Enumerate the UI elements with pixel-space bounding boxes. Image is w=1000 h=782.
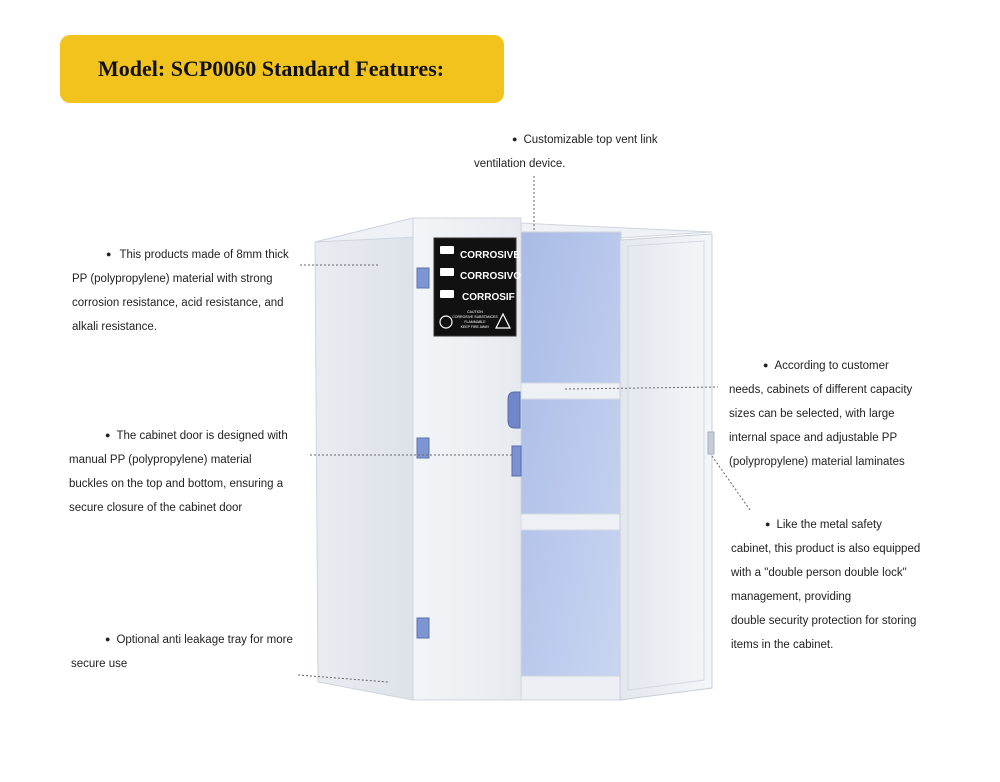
cabinet-shelf-lower bbox=[520, 513, 622, 531]
leader-capacity bbox=[564, 386, 719, 390]
leader-lines bbox=[297, 176, 751, 683]
corrosive-warning-label bbox=[433, 237, 517, 337]
callout-tray-line-1: Optional anti leakage tray for more bbox=[116, 634, 293, 646]
callout-material-line-4: alkali resistance. bbox=[72, 321, 158, 333]
bullet-icon bbox=[105, 634, 116, 646]
callout-material-line-1: This products made of 8mm thick bbox=[119, 249, 289, 261]
callout-material: This products made of 8mm thick PP (poly… bbox=[72, 243, 289, 339]
cabinet-interior bbox=[521, 232, 621, 676]
callout-top-vent-line-1: Customizable top vent link bbox=[523, 134, 658, 146]
callout-lock-line-3: with a "double person double lock" bbox=[731, 567, 907, 579]
hinge-bottom bbox=[416, 617, 430, 639]
callout-capacity-line-2: needs, cabinets of different capacity bbox=[729, 384, 913, 396]
callout-door: The cabinet door is designed with manual… bbox=[69, 424, 288, 520]
callout-capacity-line-4: internal space and adjustable PP bbox=[729, 432, 898, 444]
callout-door-line-2: manual PP (polypropylene) material bbox=[69, 454, 252, 466]
callout-lock-line-1: Like the metal safety bbox=[776, 519, 882, 531]
callout-capacity: According to customer needs, cabinets of… bbox=[729, 354, 912, 474]
label-caution-4: KEEP FIRE AWAY bbox=[461, 325, 490, 329]
callout-material-line-2: PP (polypropylene) material with strong bbox=[72, 273, 273, 285]
callout-tray-line-2: secure use bbox=[71, 658, 128, 670]
callout-material-line-3: corrosion resistance, acid resistance, a… bbox=[72, 297, 284, 309]
bullet-icon bbox=[105, 430, 116, 442]
door-buckle-bottom bbox=[511, 445, 522, 477]
bullet-icon bbox=[763, 360, 774, 372]
page-title: Model: SCP0060 Standard Features: bbox=[98, 56, 445, 81]
callout-capacity-line-5: (polypropylene) material laminates bbox=[729, 456, 905, 468]
callout-top-vent: Customizable top vent link ventilation d… bbox=[474, 128, 658, 176]
title-banner: Model: SCP0060 Standard Features: bbox=[60, 35, 504, 103]
callout-door-line-3: buckles on the top and bottom, ensuring … bbox=[69, 478, 284, 490]
callout-lock: Like the metal safety cabinet, this prod… bbox=[731, 513, 920, 657]
cabinet-open-door bbox=[619, 233, 713, 701]
bullet-icon bbox=[765, 519, 776, 531]
callout-tray: Optional anti leakage tray for more secu… bbox=[71, 628, 293, 676]
door-lock bbox=[707, 431, 715, 455]
label-line-corrosif: CORROSIF bbox=[462, 292, 515, 303]
label-caution-2: CORROSIVE SUBSTANCES bbox=[452, 315, 498, 319]
bullet-icon bbox=[512, 134, 523, 146]
cabinet-side-panel bbox=[314, 217, 414, 701]
callout-capacity-line-3: sizes can be selected, with large bbox=[729, 408, 895, 420]
hinge-middle bbox=[416, 437, 430, 459]
label-caution-1: CAUTION bbox=[467, 310, 483, 314]
callout-lock-line-6: items in the cabinet. bbox=[731, 639, 834, 651]
callout-lock-line-5: double security protection for storing bbox=[731, 615, 917, 627]
callout-lock-line-2: cabinet, this product is also equipped bbox=[731, 543, 921, 555]
callout-door-line-4: secure closure of the cabinet door bbox=[69, 502, 243, 514]
callout-lock-line-4: management, providing bbox=[731, 591, 852, 603]
cabinet-shelf-upper bbox=[520, 382, 622, 400]
label-line-corrosive: CORROSIVE bbox=[460, 250, 520, 261]
callout-top-vent-line-2: ventilation device. bbox=[474, 158, 566, 170]
hinge-top bbox=[416, 267, 430, 289]
bullet-icon bbox=[106, 249, 117, 261]
leader-tray bbox=[297, 674, 389, 683]
corrosive-label-icons bbox=[439, 246, 511, 329]
label-line-corrosivo: CORROSIVO bbox=[460, 271, 521, 282]
label-caution-3: FLAMMABLE bbox=[464, 320, 486, 324]
leader-lock bbox=[711, 455, 751, 511]
callout-door-line-1: The cabinet door is designed with bbox=[116, 430, 288, 442]
cabinet-base bbox=[520, 675, 622, 701]
door-buckle-top bbox=[507, 391, 521, 429]
callout-capacity-line-1: According to customer bbox=[774, 360, 889, 372]
